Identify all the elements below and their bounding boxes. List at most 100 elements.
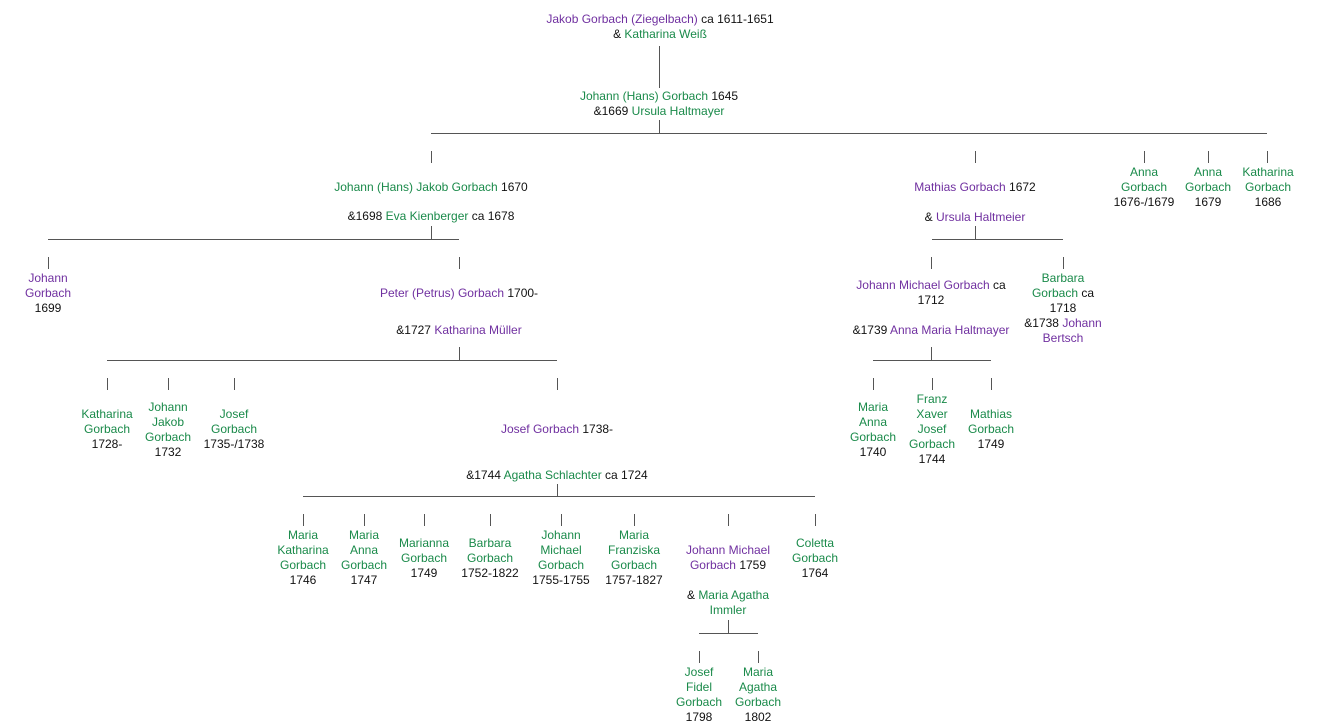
spouse-link-eva-kienberger[interactable]: Eva Kienberger — [385, 209, 469, 223]
sibling-line — [48, 239, 459, 240]
person-link-johann-jakob-gorbach[interactable]: Johann — [148, 400, 188, 414]
person-link-josef-fidel-gorbach[interactable]: Gorbach — [675, 695, 723, 709]
person-link-johann-gorbach[interactable]: Gorbach — [24, 286, 72, 300]
person-link-maria-anna-gorbach[interactable]: Maria — [348, 528, 379, 542]
spouse-link-johann-bertsch[interactable]: Bertsch — [1042, 331, 1084, 345]
child-tick — [490, 514, 491, 526]
person-link-marianna-gorbach[interactable]: Gorbach — [400, 551, 448, 565]
person-johann-michael-gorbach-1759: Johann Michael Gorbach 1759 — [668, 543, 788, 573]
person-link-johann-gorbach[interactable]: Johann — [28, 271, 68, 285]
person-link-johann-michael-gorbach[interactable]: Gorbach — [689, 558, 736, 572]
person-link-johann-michael-gorbach[interactable]: Gorbach — [537, 558, 585, 572]
person-link-franz-xaver-josef-gorbach[interactable]: Gorbach — [908, 437, 956, 451]
person-link-maria-franziska-gorbach[interactable]: Gorbach — [610, 558, 658, 572]
person-link-johann-hans-jakob[interactable]: Johann (Hans) Jakob Gorbach — [334, 180, 498, 194]
person-link-johann-jakob-gorbach[interactable]: Gorbach — [144, 430, 192, 444]
person-peter-petrus-gorbach: Peter (Petrus) Gorbach 1700- — [309, 286, 609, 301]
person-maria-franziska-gorbach: Maria Franziska Gorbach 1757-1827 — [594, 528, 674, 588]
spouse-link-katharina-mueller[interactable]: Katharina Müller — [434, 323, 522, 337]
child-tick — [107, 378, 108, 390]
sibling-line — [107, 360, 557, 361]
person-link-katharina-gorbach[interactable]: Katharina — [1242, 165, 1294, 179]
person-dates: 1700- — [507, 286, 539, 300]
person-link-maria-anna-gorbach[interactable]: Anna — [858, 415, 888, 429]
person-link-maria-katharina-gorbach[interactable]: Katharina — [277, 543, 329, 557]
descent-line — [728, 620, 729, 633]
person-link-josef-gorbach[interactable]: Josef — [219, 407, 249, 421]
person-link-maria-katharina-gorbach[interactable]: Gorbach — [279, 558, 327, 572]
child-tick — [364, 514, 365, 526]
person-link-josef-gorbach[interactable]: Josef Gorbach — [500, 422, 579, 436]
person-link-johann-michael-gorbach[interactable]: Michael — [540, 543, 582, 557]
person-link-maria-anna-gorbach[interactable]: Gorbach — [340, 558, 388, 572]
spouse-link-maria-agatha-immler[interactable]: Immler — [709, 603, 747, 617]
person-link-johann-michael-gorbach[interactable]: Johann Michael — [685, 543, 771, 557]
person-link-coletta-gorbach[interactable]: Gorbach — [791, 551, 839, 565]
person-link-maria-franziska-gorbach[interactable]: Maria — [618, 528, 649, 542]
marriage-prefix: &1698 — [347, 209, 386, 223]
person-dates: 1740 — [859, 445, 887, 459]
marriage-prefix: & — [613, 27, 625, 41]
person-link-maria-anna-gorbach[interactable]: Anna — [349, 543, 379, 557]
person-link-maria-anna-gorbach[interactable]: Gorbach — [849, 430, 897, 444]
person-link-coletta-gorbach[interactable]: Coletta — [795, 536, 835, 550]
child-tick — [815, 514, 816, 526]
person-link-johann-jakob-gorbach[interactable]: Jakob — [151, 415, 185, 429]
person-link-maria-agatha-gorbach[interactable]: Gorbach — [734, 695, 782, 709]
person-link-maria-agatha-gorbach[interactable]: Maria — [742, 665, 773, 679]
spouse-link-agatha-schlachter[interactable]: Agatha Schlachter — [503, 468, 602, 482]
person-link-maria-franziska-gorbach[interactable]: Franziska — [607, 543, 660, 557]
marriage-johann-hans-jakob: &1698 Eva Kienberger ca 1678 — [281, 209, 581, 224]
person-link-barbara-gorbach[interactable]: Gorbach — [1031, 286, 1078, 300]
person-link-anna-gorbach[interactable]: Gorbach — [1120, 180, 1168, 194]
person-link-anna-gorbach[interactable]: Gorbach — [1184, 180, 1232, 194]
person-link-mathias-gorbach[interactable]: Mathias — [969, 407, 1013, 421]
person-link-franz-xaver-josef-gorbach[interactable]: Franz — [916, 392, 948, 406]
spouse-link-maria-agatha-immler[interactable]: Maria Agatha — [698, 588, 770, 602]
marriage-prefix: & — [924, 210, 936, 224]
descent-line — [659, 120, 660, 133]
person-link-anna-gorbach[interactable]: Anna — [1129, 165, 1159, 179]
spouse-link-ursula-haltmayer[interactable]: Ursula Haltmayer — [631, 104, 725, 118]
child-tick — [1144, 151, 1145, 163]
person-link-marianna-gorbach[interactable]: Marianna — [398, 536, 450, 550]
person-link-anna-gorbach[interactable]: Anna — [1193, 165, 1223, 179]
child-tick — [234, 378, 235, 390]
person-dates: 1728- — [91, 437, 123, 451]
person-link-mathias-gorbach[interactable]: Gorbach — [967, 422, 1015, 436]
spouse-link-johann-bertsch[interactable]: Johann — [1062, 316, 1102, 330]
spouse-link-anna-maria-haltmayer[interactable]: Anna Maria Haltmayer — [889, 323, 1010, 337]
person-link-maria-anna-gorbach[interactable]: Maria — [857, 400, 888, 414]
child-tick — [424, 514, 425, 526]
person-link-franz-xaver-josef-gorbach[interactable]: Xaver — [916, 407, 948, 421]
descent-line — [931, 347, 932, 360]
child-tick — [459, 257, 460, 269]
spouse-link-ursula-haltmeier[interactable]: Ursula Haltmeier — [935, 210, 1026, 224]
person-link-maria-agatha-gorbach[interactable]: Agatha — [738, 680, 778, 694]
person-dates: ca — [1081, 286, 1095, 300]
child-tick — [873, 378, 874, 390]
spouse-link-katharina-weiss[interactable]: Katharina Weiß — [624, 27, 707, 41]
person-link-katharina-gorbach[interactable]: Gorbach — [1244, 180, 1292, 194]
person-link-josef-gorbach[interactable]: Gorbach — [210, 422, 258, 436]
marriage-johann-michael-1712: &1739 Anna Maria Haltmayer — [801, 323, 1061, 338]
person-link-josef-fidel-gorbach[interactable]: Fidel — [685, 680, 712, 694]
person-link-barbara-gorbach[interactable]: Gorbach — [466, 551, 514, 565]
person-link-katharina-gorbach[interactable]: Katharina — [81, 407, 133, 421]
person-link-maria-katharina-gorbach[interactable]: Maria — [287, 528, 318, 542]
person-link-mathias-gorbach[interactable]: Mathias Gorbach — [914, 180, 1006, 194]
person-link-peter-petrus-gorbach[interactable]: Peter (Petrus) Gorbach — [379, 286, 504, 300]
person-link-johann-michael-gorbach[interactable]: Johann Michael Gorbach — [856, 278, 990, 292]
person-link-katharina-gorbach[interactable]: Gorbach — [83, 422, 131, 436]
person-link-barbara-gorbach[interactable]: Barbara — [468, 536, 512, 550]
person-anna-gorbach-1676: Anna Gorbach 1676-/1679 — [1104, 165, 1184, 210]
person-link-franz-xaver-josef-gorbach[interactable]: Josef — [917, 422, 947, 436]
person-link-johann-hans-gorbach[interactable]: Johann (Hans) Gorbach — [579, 89, 709, 103]
person-link-barbara-gorbach[interactable]: Barbara — [1041, 271, 1085, 285]
person-link-jakob-gorbach[interactable]: Jakob Gorbach (Ziegelbach) — [546, 12, 698, 26]
child-tick — [48, 257, 49, 269]
child-tick — [728, 514, 729, 526]
person-link-josef-fidel-gorbach[interactable]: Josef — [684, 665, 714, 679]
person-link-johann-michael-gorbach[interactable]: Johann — [541, 528, 581, 542]
person-dates: 1752-1822 — [461, 566, 519, 580]
